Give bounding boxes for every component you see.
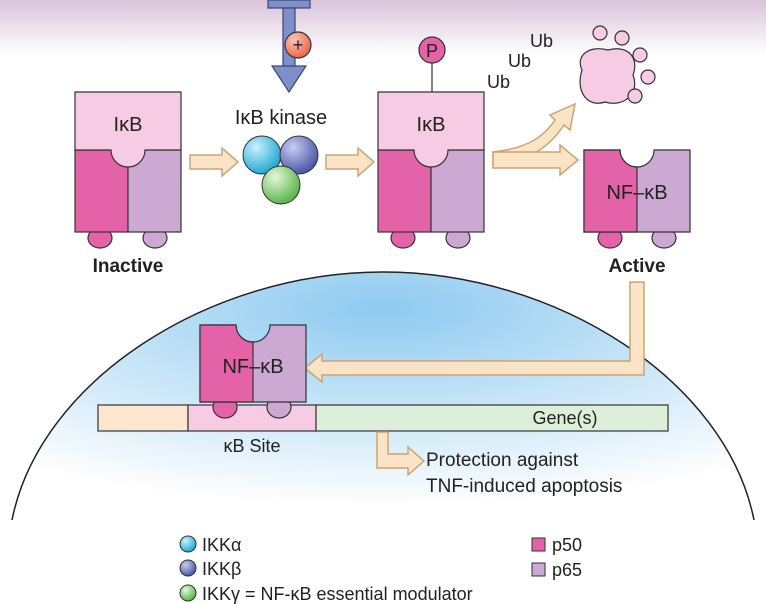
ikb-inhibitor	[74, 91, 182, 168]
ubiquitin-label-3: Ub	[487, 72, 510, 92]
phosphate-group	[418, 36, 446, 64]
nfkb-dna-bound: NF–κB	[199, 324, 307, 419]
cell-membrane-band	[0, 0, 766, 55]
phosphate-label: P	[426, 41, 438, 61]
outcome-line-1: Protection against	[426, 450, 579, 471]
genes-label: Gene(s)	[532, 408, 597, 428]
arrow-to-kinase	[189, 146, 240, 178]
ikb-nfkb-complex-phosphorylated: P IκB	[377, 36, 485, 249]
nfkb-label: NF–κB	[606, 182, 667, 204]
ikkg-legend-swatch	[179, 584, 197, 602]
ikkg-legend-label: IKKγ = NF-κB essential modulator	[202, 584, 473, 604]
plus-badge: +	[284, 31, 312, 59]
p50-legend-swatch	[531, 537, 546, 552]
nucleus	[11, 271, 755, 521]
p65-legend-swatch	[531, 562, 546, 577]
ubiquitin-label-2: Ub	[508, 51, 531, 71]
ikb-label: IκB	[114, 114, 143, 136]
legend-background	[0, 520, 766, 604]
ikkb-legend-swatch	[179, 559, 197, 577]
nuclear-translocation-arrow	[303, 281, 645, 384]
ubiquitin-label-1: Ub	[530, 31, 553, 51]
arrow-to-active	[492, 143, 580, 177]
degraded-ikb-blob	[579, 25, 656, 104]
dna-strand: Gene(s)	[97, 404, 669, 432]
outcome-arrow	[376, 431, 426, 477]
nfkb-dna-label: NF–κB	[222, 356, 283, 378]
ikkb-legend-label: IKKβ	[202, 559, 241, 579]
p50-subunit	[583, 149, 638, 233]
kb-site-region	[187, 404, 317, 432]
arrow-to-phosphorylated	[325, 146, 376, 178]
legend: IKKα IKKβ IKKγ = NF-κB essential modulat…	[179, 535, 582, 604]
ikka-legend-swatch	[179, 535, 197, 553]
ikb-nfkb-complex-inactive: IκB Inactive	[74, 91, 182, 277]
ikb-kinase-label: IκB kinase	[235, 107, 327, 129]
active-label: Active	[608, 256, 665, 277]
svg-text:+: +	[293, 35, 304, 55]
ikb-inhibitor	[377, 91, 485, 168]
ikkb-sphere	[279, 135, 319, 175]
kb-site-label: κB Site	[223, 436, 280, 456]
p65-legend-label: p65	[552, 560, 582, 580]
ikkg-sphere	[261, 165, 301, 205]
ikb-kinase-complex: IκB kinase	[235, 107, 327, 205]
ikka-legend-label: IKKα	[202, 535, 241, 555]
genes-region	[315, 404, 669, 432]
inactive-label: Inactive	[93, 256, 164, 277]
nfkb-complex-active: NF–κB Active	[583, 149, 691, 277]
p50-legend-label: p50	[552, 535, 582, 555]
ikb-label: IκB	[417, 114, 446, 136]
outcome-line-2: TNF-induced apoptosis	[426, 476, 622, 497]
